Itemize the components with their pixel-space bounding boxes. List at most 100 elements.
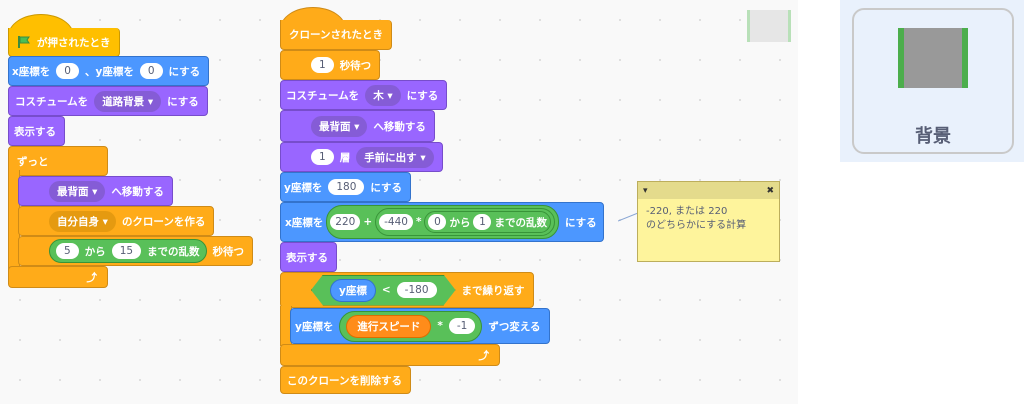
backdrop-card[interactable]: 背景 [852, 8, 1014, 154]
close-icon[interactable]: ✖ [766, 185, 774, 196]
value: 最背面 [57, 185, 89, 198]
label: 秒待つ [212, 245, 245, 258]
label: ずつ変える [488, 320, 541, 333]
from-input[interactable]: 0 [428, 214, 447, 230]
less-than-operator[interactable]: y座標 < -180 [311, 275, 456, 306]
multiply-sign: * [415, 216, 422, 228]
value: 道路背景 [102, 95, 145, 108]
label: y座標 [339, 284, 367, 297]
delete-clone-block[interactable]: このクローンを削除する [280, 366, 411, 394]
label: にする [406, 89, 439, 102]
label: x座標を [12, 65, 51, 78]
label: にする [167, 95, 199, 108]
y-input[interactable]: 0 [139, 63, 163, 79]
label: までの乱数 [147, 245, 200, 258]
value: 自分自身 [57, 215, 99, 228]
label: y座標を [284, 181, 323, 194]
clone-dropdown[interactable]: 自分自身 ▾ [49, 210, 116, 232]
costume-dropdown[interactable]: 道路背景 ▾ [94, 90, 162, 112]
label: 秒待つ [339, 59, 372, 72]
label: にする [370, 181, 403, 194]
forever-block[interactable]: ずっと [8, 146, 108, 176]
change-y-block[interactable]: y座標を 進行スピード*-1 ずつ変える [290, 308, 550, 344]
label: コスチュームを [286, 89, 360, 102]
less-than-sign: < [381, 284, 391, 296]
to-input[interactable]: 15 [111, 243, 142, 259]
costume-dropdown[interactable]: 木 ▾ [365, 84, 401, 106]
layer-dropdown[interactable]: 最背面 ▾ [311, 115, 368, 137]
from-input[interactable]: 5 [56, 243, 79, 259]
sprite-preview-thumbnail [747, 10, 791, 42]
label: から [84, 245, 106, 258]
label: このクローンを削除する [287, 374, 402, 387]
comment-line: のどちらかにする計算 [646, 220, 747, 231]
value: 手前に出す [364, 151, 417, 164]
label: まで繰り返す [461, 284, 525, 297]
label: ずっと [17, 155, 49, 168]
backdrop-thumbnail [898, 28, 968, 88]
input[interactable]: 220 [330, 214, 361, 230]
input[interactable]: -1 [448, 318, 476, 334]
label: コスチュームを [15, 95, 89, 108]
label: へ移動する [373, 120, 426, 133]
repeat-until-block[interactable]: y座標 < -180 まで繰り返す [280, 272, 534, 308]
label: にする [168, 65, 201, 78]
comment-note[interactable]: ▾ ✖ -220, または 220 のどちらかにする計算 [637, 181, 780, 262]
multiply-operator[interactable]: 進行スピード*-1 [339, 310, 483, 342]
comment-connector [618, 212, 639, 222]
switch-costume-block[interactable]: コスチュームを木 ▾ にする [280, 80, 448, 110]
input[interactable]: -440 [379, 214, 413, 230]
label: 層 [339, 151, 351, 164]
label: y座標を [295, 320, 334, 333]
label: のクローンを作る [121, 215, 206, 228]
layer-dropdown[interactable]: 最背面 ▾ [49, 180, 106, 202]
set-y-block[interactable]: y座標を 180 にする [280, 172, 412, 202]
input[interactable]: -180 [397, 282, 437, 298]
label: x座標を [285, 216, 324, 229]
switch-costume-block[interactable]: コスチュームを道路背景 ▾ にする [8, 86, 208, 116]
layers-input[interactable]: 1 [311, 149, 334, 165]
collapse-icon[interactable]: ▾ [643, 185, 648, 196]
label: へ移動する [111, 185, 164, 198]
direction-dropdown[interactable]: 手前に出す ▾ [356, 146, 434, 168]
loop-arrow-icon: ⤴ [86, 271, 98, 284]
forever-bottom: ⤴ [8, 266, 108, 288]
comment-line: -220, または 220 [646, 206, 728, 217]
value: 木 [373, 89, 384, 102]
wait-block[interactable]: 5 から 15 までの乱数秒待つ [18, 236, 254, 266]
x-input[interactable]: 0 [56, 63, 79, 79]
show-block[interactable]: 表示する [280, 242, 337, 272]
seconds-input[interactable]: 1 [311, 57, 334, 73]
speed-variable[interactable]: 進行スピード [346, 314, 432, 338]
label: にする [564, 216, 597, 229]
goto-xy-block[interactable]: x座標を 0 、y座標を 0 にする [8, 56, 210, 86]
show-block[interactable]: 表示する [8, 116, 65, 146]
when-flag-clicked-block[interactable]: が押されたとき [8, 28, 120, 57]
label: 表示する [286, 251, 328, 264]
label: 表示する [14, 125, 56, 138]
go-to-layer-block[interactable]: 最背面 ▾ へ移動する [18, 176, 173, 206]
repeat-bottom: ⤴ [280, 344, 500, 366]
go-to-layer-block[interactable]: 最背面 ▾ へ移動する [280, 110, 435, 142]
y-position-reporter[interactable]: y座標 [330, 279, 376, 302]
create-clone-block[interactable]: 自分自身 ▾ のクローンを作る [18, 206, 215, 236]
label: までの乱数 [494, 216, 547, 229]
label: 、y座標を [84, 65, 134, 78]
stage-panel: 背景 [840, 0, 1024, 162]
label: から [449, 216, 471, 229]
random-block[interactable]: 5 から 15 までの乱数 [49, 239, 207, 263]
label: が押されたとき [37, 36, 111, 49]
when-cloned-block[interactable]: クローンされたとき [280, 20, 392, 50]
green-flag-icon [18, 36, 30, 48]
y-input[interactable]: 180 [328, 179, 365, 195]
loop-arrow-icon: ⤴ [478, 349, 490, 362]
to-input[interactable]: 1 [473, 214, 492, 230]
label: クローンされたとき [289, 29, 383, 41]
wait-block[interactable]: 1 秒待つ [280, 50, 381, 80]
